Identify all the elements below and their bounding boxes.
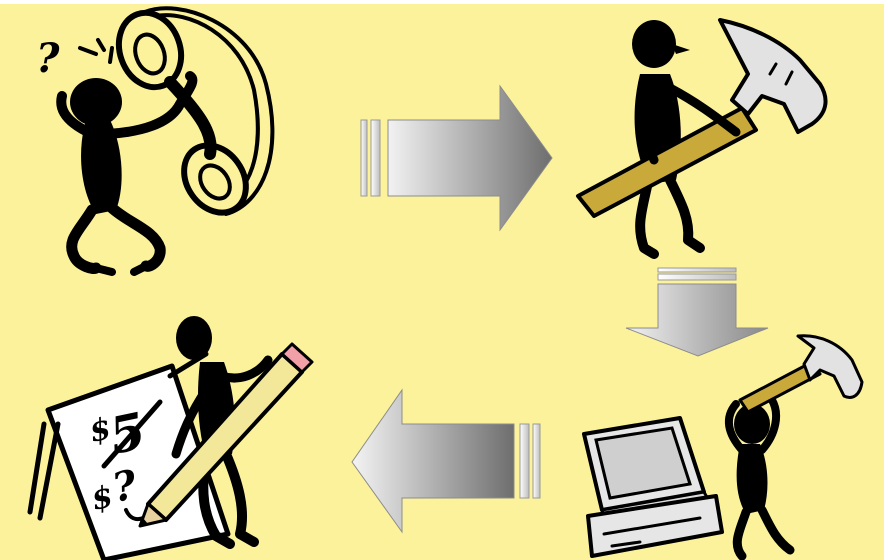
question-mark: ? [36,35,60,82]
diagram-canvas: ? [0,4,884,560]
